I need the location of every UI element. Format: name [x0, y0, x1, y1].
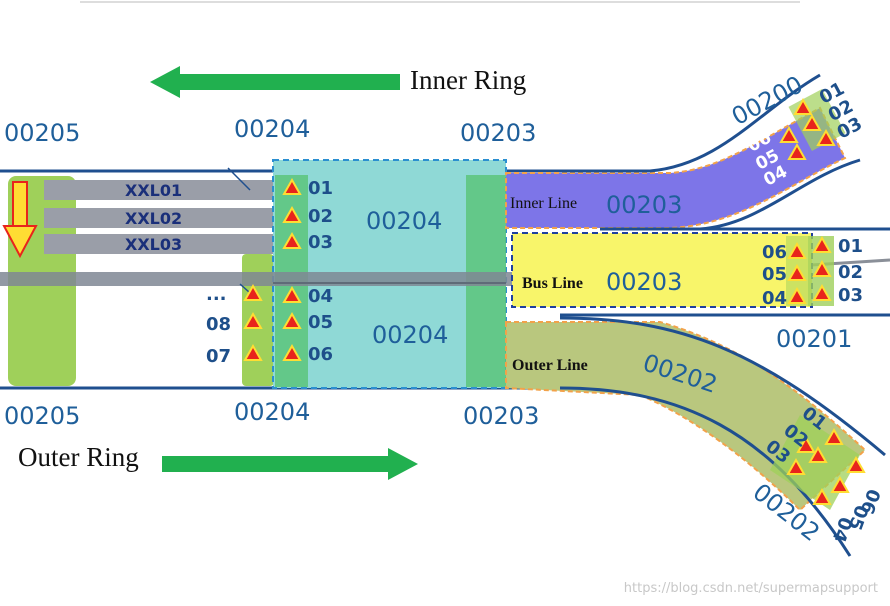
- zone-id-00204-top: 00204: [234, 115, 310, 143]
- sensor-number: 02: [838, 262, 863, 283]
- outer-line-label: Outer Line: [512, 357, 588, 374]
- inner-line-label: Inner Line: [510, 195, 577, 212]
- zone-id-00204-lower: 00204: [372, 321, 448, 349]
- sensor-number: 03: [308, 232, 333, 253]
- sensor-number: 01: [838, 236, 863, 257]
- zone-id-00203-inner: 00203: [606, 191, 682, 219]
- sensor-group-left: ... 08 07: [206, 283, 263, 367]
- inner-ring-label: Inner Ring: [410, 65, 526, 95]
- lane-xxl03: XXL03: [125, 235, 182, 254]
- zone-id-00204-upper: 00204: [366, 207, 442, 235]
- zone-id-00205-top: 00205: [4, 119, 80, 147]
- sensor-group-lower: 04 05 06: [282, 285, 333, 365]
- bus-line-branch: [511, 227, 890, 317]
- sensor-group-bus: 06 05 04 01 02 03: [762, 235, 863, 309]
- main-road: [0, 159, 890, 390]
- bus-line-label: Bus Line: [522, 275, 583, 292]
- sensor-number: 05: [308, 312, 333, 333]
- sensor-number: 03: [838, 285, 863, 306]
- watermark: https://blog.csdn.net/supermapsupport: [623, 581, 878, 596]
- sensor-number: 04: [308, 286, 333, 307]
- sensor-number: 07: [206, 346, 231, 367]
- zone-id-00203-bottom: 00203: [463, 402, 539, 430]
- outer-line-branch: [505, 316, 886, 557]
- sensor-number: 04: [828, 514, 856, 545]
- zone-id-00203-bus: 00203: [606, 268, 682, 296]
- down-arrow-icon: [2, 181, 38, 259]
- lane-xxl01: XXL01: [125, 181, 182, 200]
- zone-id-00204-bottom: 00204: [234, 398, 310, 426]
- sensor-number: 04: [762, 288, 787, 309]
- sensor-number: 08: [206, 314, 231, 335]
- sensor-number: 06: [762, 242, 787, 263]
- zone-id-00205-bottom: 00205: [4, 402, 80, 430]
- zone-id-00203-top: 00203: [460, 119, 536, 147]
- sensor-group-upper: 01 02 03: [282, 177, 333, 253]
- inner-ring-arrow: [150, 66, 400, 98]
- zone-id-00201: 00201: [776, 325, 852, 353]
- sensor-number: 06: [308, 344, 333, 365]
- lane-xxl02: XXL02: [125, 209, 182, 228]
- sensor-number: 01: [308, 178, 333, 199]
- sensor-number: 02: [308, 206, 333, 227]
- sensor-number: ...: [206, 284, 227, 305]
- outer-ring-label: Outer Ring: [18, 442, 139, 472]
- sensor-number: 05: [762, 264, 787, 285]
- outer-ring-arrow: [162, 448, 418, 480]
